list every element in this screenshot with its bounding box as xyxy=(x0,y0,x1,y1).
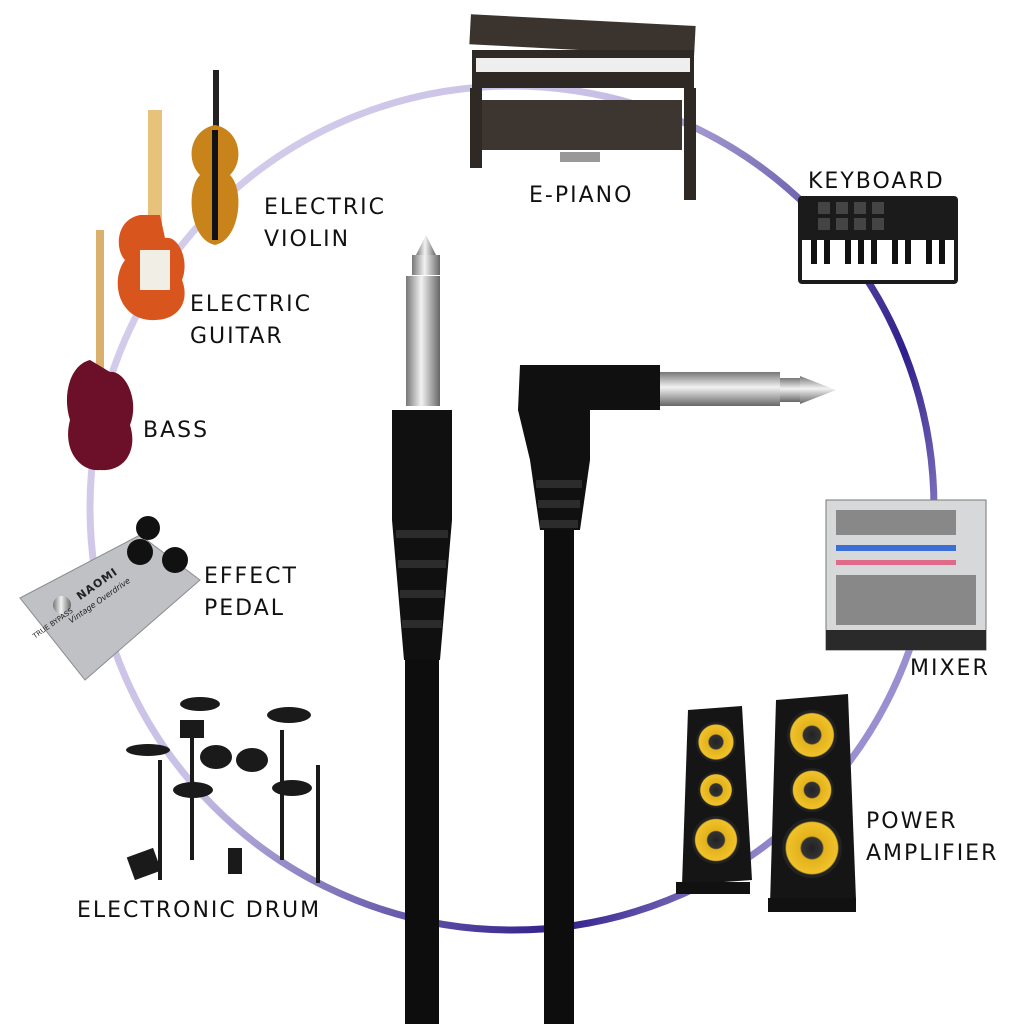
label-effect-pedal-line1: EFFECT xyxy=(204,564,298,589)
electric-guitar-image xyxy=(117,110,185,321)
label-electric-violin-line1: ELECTRIC xyxy=(264,195,386,220)
electronic-drum-image xyxy=(126,697,320,883)
mixer-image xyxy=(825,499,987,651)
label-power-amplifier-line2: AMPLIFIER xyxy=(866,841,999,866)
effect-pedal-image xyxy=(19,516,201,681)
bass-image xyxy=(66,230,134,471)
label-electronic-drum: ELECTRONIC DRUM xyxy=(77,898,322,923)
power-amplifier-image xyxy=(676,694,856,912)
label-electric-guitar-line1: ELECTRIC xyxy=(190,292,312,317)
label-bass: BASS xyxy=(143,418,210,443)
label-power-amplifier-line1: POWER xyxy=(866,809,958,834)
e-piano-image xyxy=(469,14,696,200)
label-keyboard: KEYBOARD xyxy=(808,169,945,194)
right-angle-jack-cable xyxy=(518,365,836,1024)
electric-violin-image xyxy=(191,70,239,245)
keyboard-image xyxy=(798,196,958,284)
label-electric-guitar-line2: GUITAR xyxy=(190,324,284,349)
label-mixer: MIXER xyxy=(910,656,990,681)
label-electric-violin-line2: VIOLIN xyxy=(264,227,351,252)
straight-jack-cable xyxy=(392,235,452,1024)
label-effect-pedal-line2: PEDAL xyxy=(204,596,286,621)
label-e-piano: E-PIANO xyxy=(529,183,634,208)
